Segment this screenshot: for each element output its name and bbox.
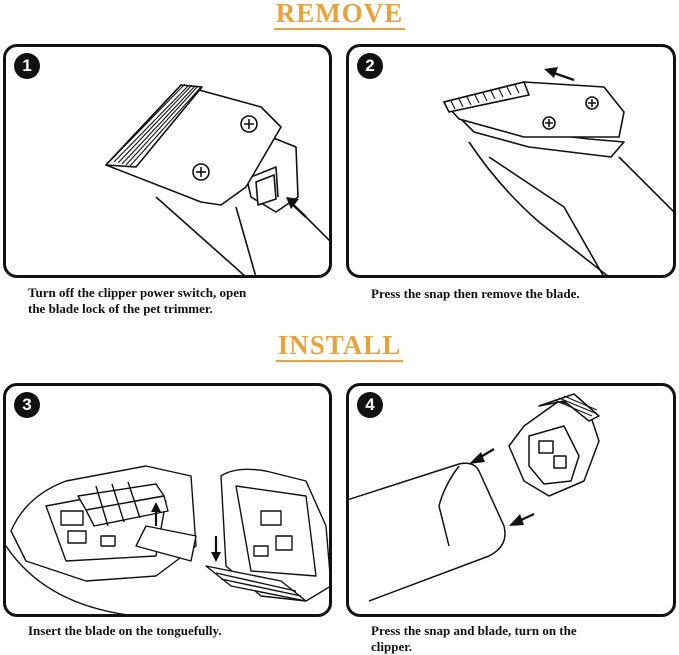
- step-3-illustration: [6, 465, 329, 614]
- arrow-icon: [544, 67, 575, 82]
- step-1-panel: 1: [3, 44, 332, 278]
- install-heading: INSTALL: [0, 330, 679, 362]
- step-4-illustration: [349, 393, 600, 602]
- step-2-illustration: [443, 67, 673, 275]
- step-1-illustration: [105, 83, 329, 275]
- arrow-icon: [509, 513, 535, 526]
- step-4-panel: 4: [346, 383, 676, 617]
- step-2-badge: 2: [357, 53, 383, 79]
- arrow-icon: [211, 536, 221, 562]
- step-2-panel: 2: [346, 44, 676, 278]
- step-3-panel: 3: [3, 383, 332, 617]
- step-3-badge: 3: [14, 392, 40, 418]
- install-heading-text: INSTALL: [275, 330, 404, 362]
- step-4-badge: 4: [357, 392, 383, 418]
- arrow-icon: [151, 502, 161, 526]
- arrow-icon: [469, 448, 495, 464]
- screw-icon: [542, 96, 599, 130]
- step-3-caption: Insert the blade on the tonguefully.: [28, 623, 222, 638]
- arrow-icon: [286, 197, 307, 218]
- screw-icon: [192, 115, 258, 181]
- step-1-badge: 1: [14, 53, 40, 79]
- step-4-caption: Press the snap and blade, turn on the cl…: [371, 623, 577, 654]
- step-1-caption: Turn off the clipper power switch, open …: [28, 285, 247, 316]
- remove-heading: REMOVE: [0, 0, 679, 30]
- step-2-caption: Press the snap then remove the blade.: [371, 286, 580, 301]
- remove-heading-text: REMOVE: [273, 0, 406, 30]
